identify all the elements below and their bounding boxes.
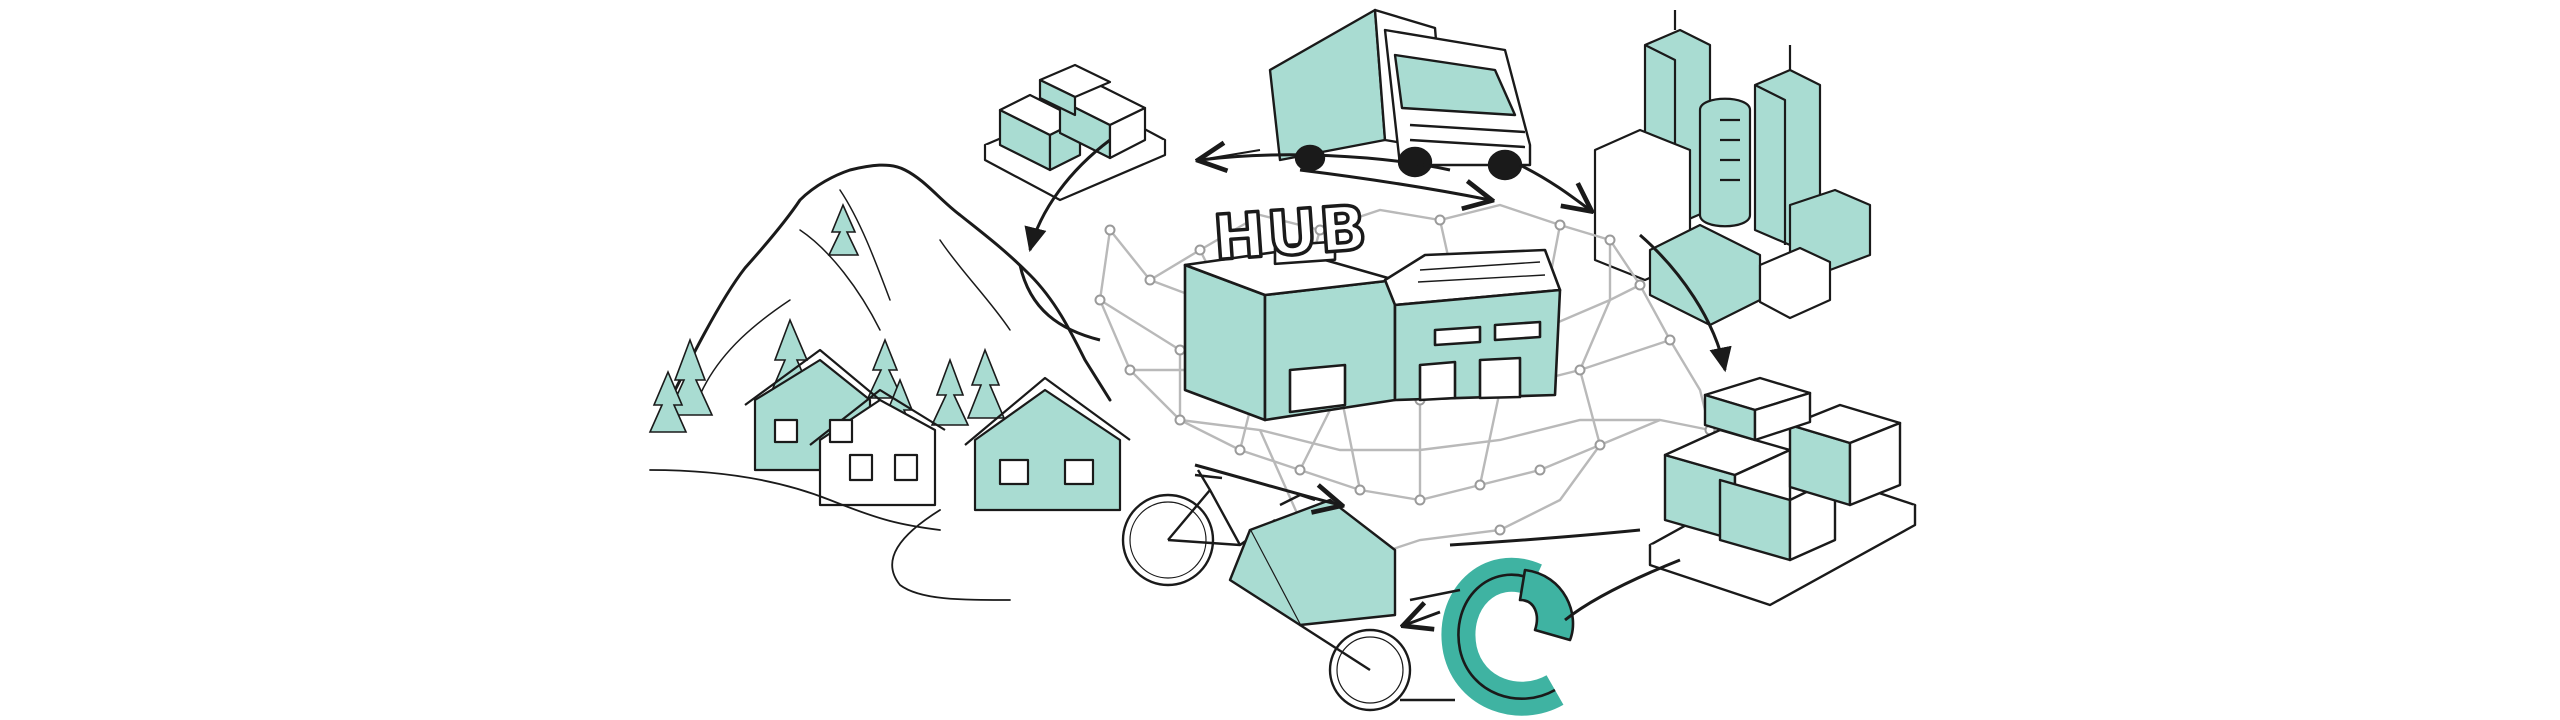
pallet-packages-icon [1648, 376, 1917, 607]
hub-sign: HUB [1211, 191, 1371, 275]
city-skyline-icon [1593, 10, 1872, 327]
delivery-truck-icon [1268, 8, 1532, 181]
mountain-village-icon [648, 163, 1131, 601]
pallet-boxes-icon [983, 63, 1167, 202]
logo-c-icon [1400, 557, 1575, 716]
arrow-truck-to-city [1519, 163, 1590, 210]
arrow-city-to-pallet [1639, 233, 1732, 373]
arrow-c-to-bike [1405, 612, 1441, 625]
arrow-village-curve [1018, 264, 1101, 342]
flow-arrows [1018, 138, 1732, 625]
cargo-bike-icon [1121, 469, 1412, 712]
arrow-truck-right [1299, 168, 1490, 200]
arrow-pallet-to-hub [1024, 138, 1111, 253]
arrow-village-to-bike [1194, 463, 1340, 505]
hub-warehouse-icon: HUB [1183, 189, 1562, 422]
arrow-truck-left [1200, 155, 1451, 170]
arrow-pallet-to-c [1564, 558, 1681, 622]
arrow-bike-to-hub [1449, 528, 1641, 547]
